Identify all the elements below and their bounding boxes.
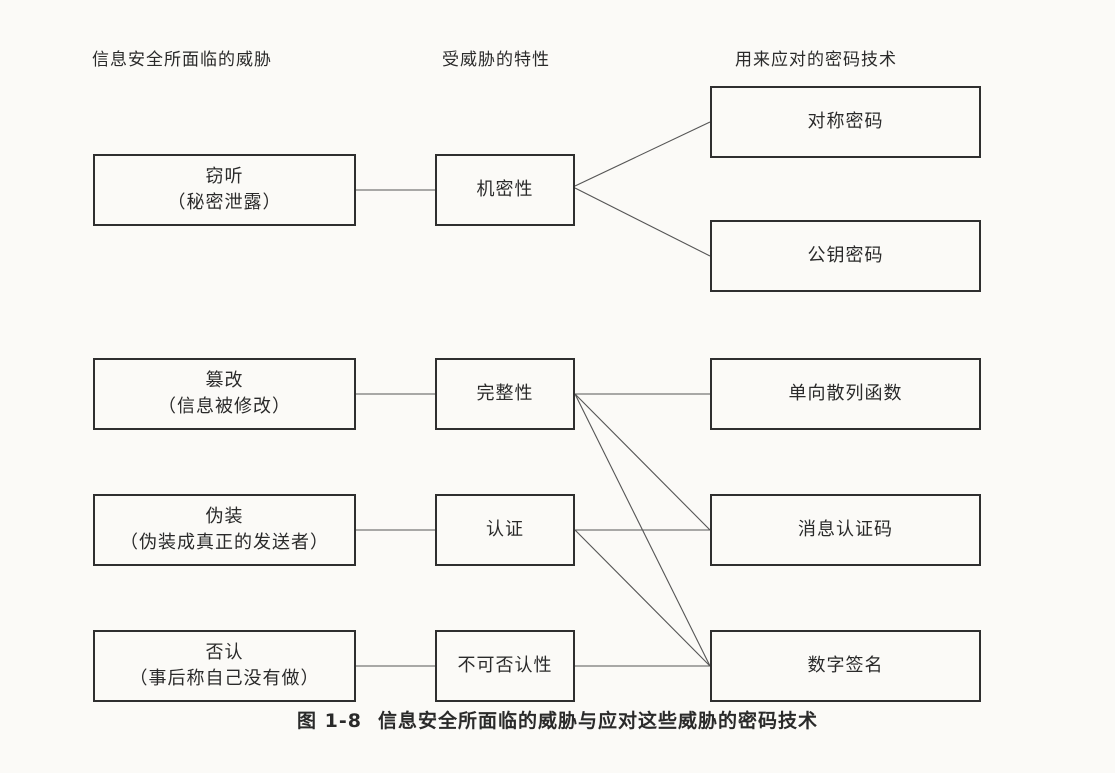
link-authentication-signature xyxy=(574,529,711,667)
figure-caption: 图 1-8 信息安全所面临的威胁与应对这些威胁的密码技术 xyxy=(0,706,1115,733)
technique-box-hash: 单向散列函数 xyxy=(710,358,981,430)
figure-title: 信息安全所面临的威胁与应对这些威胁的密码技术 xyxy=(377,710,818,732)
threat-name: 否认 xyxy=(205,641,244,663)
technique-label: 数字签名 xyxy=(807,654,884,676)
property-box-confidentiality: 机密性 xyxy=(435,154,575,226)
technique-label: 消息认证码 xyxy=(798,518,893,540)
header-properties: 受威胁的特性 xyxy=(442,50,550,70)
technique-box-publickey: 公钥密码 xyxy=(710,220,981,292)
link-confidentiality-symmetric xyxy=(574,121,711,187)
threat-box-spoof: 伪装 （伪装成真正的发送者） xyxy=(93,494,356,566)
threat-detail: （伪装成真正的发送者） xyxy=(120,532,329,553)
link-confidentiality-publickey xyxy=(574,187,711,257)
header-threats: 信息安全所面临的威胁 xyxy=(92,50,272,70)
threat-detail: （信息被修改） xyxy=(158,396,291,417)
threat-name: 窃听 xyxy=(205,165,244,187)
technique-box-mac: 消息认证码 xyxy=(710,494,981,566)
property-label: 认证 xyxy=(486,518,524,540)
technique-label: 单向散列函数 xyxy=(788,382,903,404)
threat-detail: （秘密泄露） xyxy=(167,192,282,213)
property-label: 完整性 xyxy=(476,382,534,404)
threat-name: 篡改 xyxy=(205,369,244,391)
threat-box-deny: 否认 （事后称自己没有做） xyxy=(93,630,356,702)
figure-number: 图 1-8 xyxy=(297,710,362,732)
link-integrity-mac xyxy=(574,393,711,531)
technique-label: 对称密码 xyxy=(807,110,884,132)
header-techniques: 用来应对的密码技术 xyxy=(735,50,897,70)
threat-detail: （事后称自己没有做） xyxy=(129,668,320,689)
threat-box-eavesdrop: 窃听 （秘密泄露） xyxy=(93,154,356,226)
threat-name: 伪装 xyxy=(205,505,244,527)
property-box-authentication: 认证 xyxy=(435,494,575,566)
technique-label: 公钥密码 xyxy=(807,244,884,266)
property-box-integrity: 完整性 xyxy=(435,358,575,430)
technique-box-signature: 数字签名 xyxy=(710,630,981,702)
threat-box-tamper: 篡改 （信息被修改） xyxy=(93,358,356,430)
technique-box-symmetric: 对称密码 xyxy=(710,86,981,158)
property-label: 机密性 xyxy=(476,178,534,200)
property-box-nonrepudiation: 不可否认性 xyxy=(435,630,575,702)
property-label: 不可否认性 xyxy=(457,654,553,676)
